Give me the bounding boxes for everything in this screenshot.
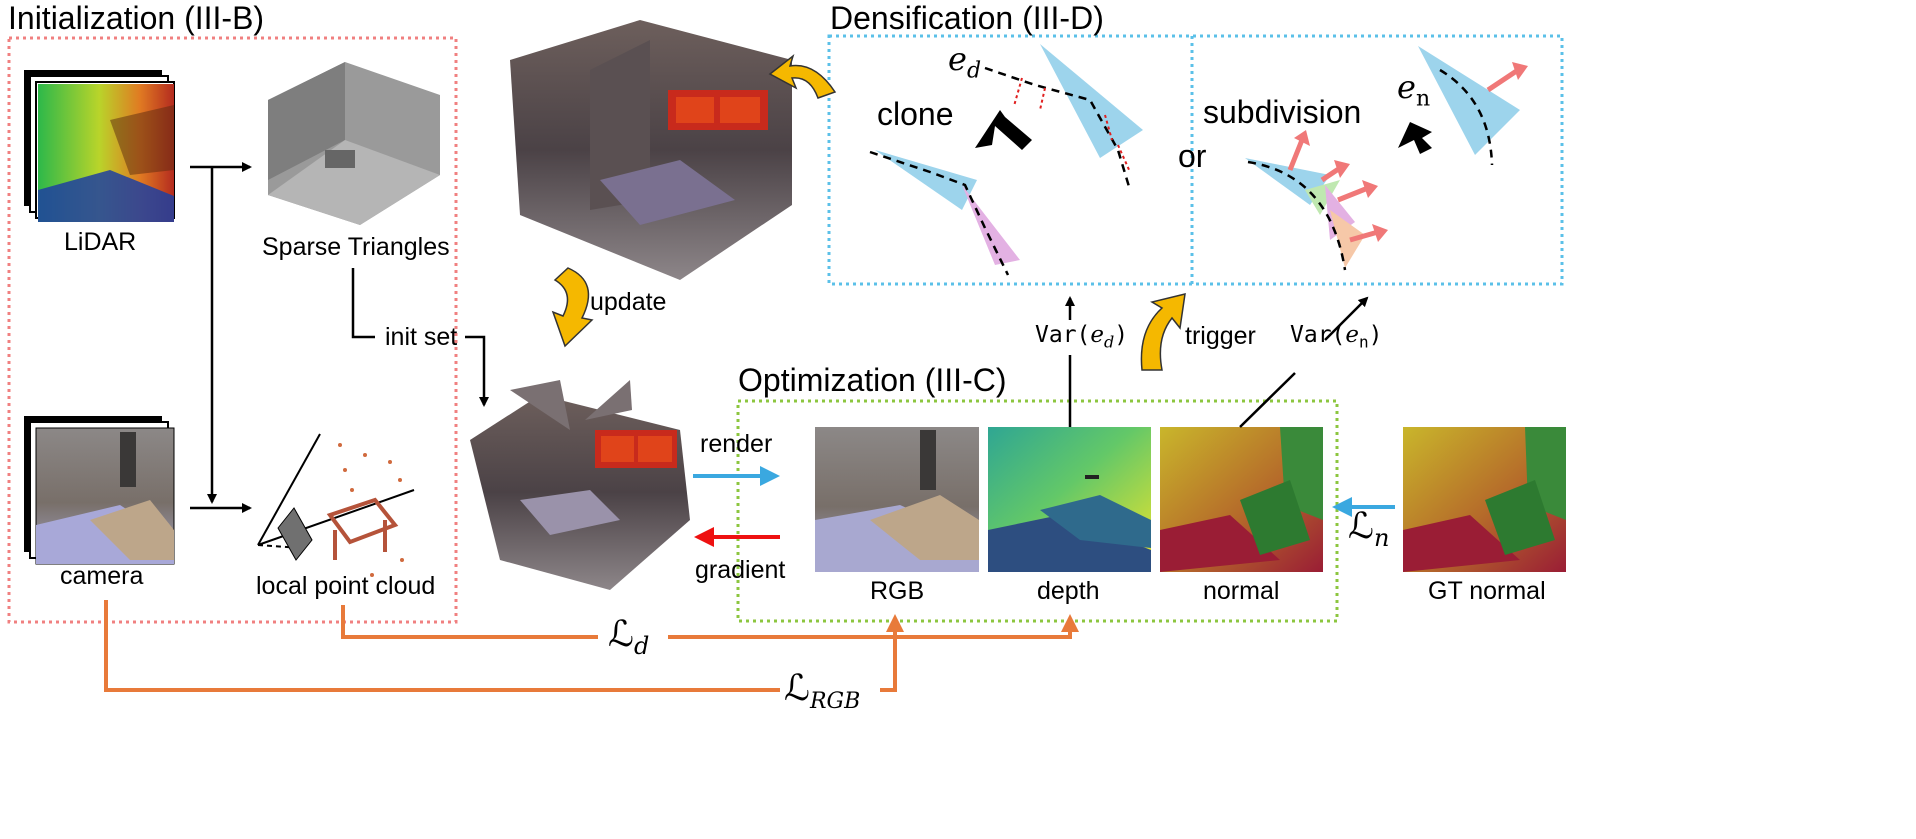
gradient-arrow <box>694 527 780 547</box>
camera-image-stack <box>24 416 175 565</box>
yellow-arrow-to-top <box>768 53 837 99</box>
clone-illustration <box>869 44 1143 276</box>
label-sparse-triangles: Sparse Triangles <box>262 233 450 261</box>
loss-rgb-label-bg <box>780 672 880 712</box>
sparse-triangles-mesh <box>268 62 440 225</box>
depth-image <box>988 427 1151 572</box>
densify-box <box>827 34 1564 286</box>
subdivision-illustration <box>1245 46 1528 271</box>
label-rgb: RGB <box>870 577 925 605</box>
normal-image <box>1160 427 1323 572</box>
local-point-cloud-figure <box>257 432 415 577</box>
yellow-arrow-update <box>551 267 594 348</box>
label-subdivision: subdivision <box>1203 94 1362 130</box>
label-var-ed: Var(ed) <box>1035 322 1129 352</box>
label-update: update <box>590 288 667 316</box>
label-trigger: trigger <box>1185 322 1256 350</box>
render-arrow <box>693 466 780 486</box>
reconstruction-top <box>510 20 792 280</box>
init-connectors <box>190 162 489 513</box>
loss-d-label-bg <box>598 620 668 656</box>
gt-normal-arrow <box>1332 497 1395 517</box>
label-gt-normal: GT normal <box>1428 577 1546 605</box>
label-gradient: gradient <box>695 556 786 584</box>
section-title-densification: Densification (III-D) <box>830 0 1104 36</box>
gt-normal-image <box>1403 427 1566 572</box>
section-title-optimization: Optimization (III-C) <box>738 362 1007 398</box>
label-camera: camera <box>60 562 144 590</box>
yellow-arrow-trigger <box>1140 293 1186 371</box>
label-depth: depth <box>1037 577 1100 605</box>
reconstruction-bottom <box>470 380 690 590</box>
label-clone: clone <box>877 96 954 132</box>
optimize-box <box>736 399 1339 623</box>
symbol-e-n: en <box>1397 68 1431 112</box>
label-var-en: Var(en) <box>1290 322 1383 352</box>
label-or: or <box>1178 138 1207 174</box>
symbol-e-d: ed <box>948 40 982 84</box>
init-box <box>7 36 458 624</box>
loss-lines <box>104 600 1079 692</box>
label-init-set: init set <box>385 323 458 351</box>
label-local-point-cloud: local point cloud <box>256 572 436 600</box>
symbol-loss-d: ℒd <box>608 614 650 661</box>
label-normal: normal <box>1203 577 1280 605</box>
rgb-image <box>815 427 979 572</box>
variance-arrows <box>1065 296 1369 428</box>
symbol-loss-rgb: ℒRGB <box>784 668 861 715</box>
lidar-image-stack <box>24 70 175 222</box>
label-render: render <box>700 430 773 458</box>
label-lidar: LiDAR <box>64 228 137 256</box>
symbol-loss-n: ℒn <box>1348 506 1390 553</box>
section-title-initialization: Initialization (III-B) <box>8 0 265 36</box>
